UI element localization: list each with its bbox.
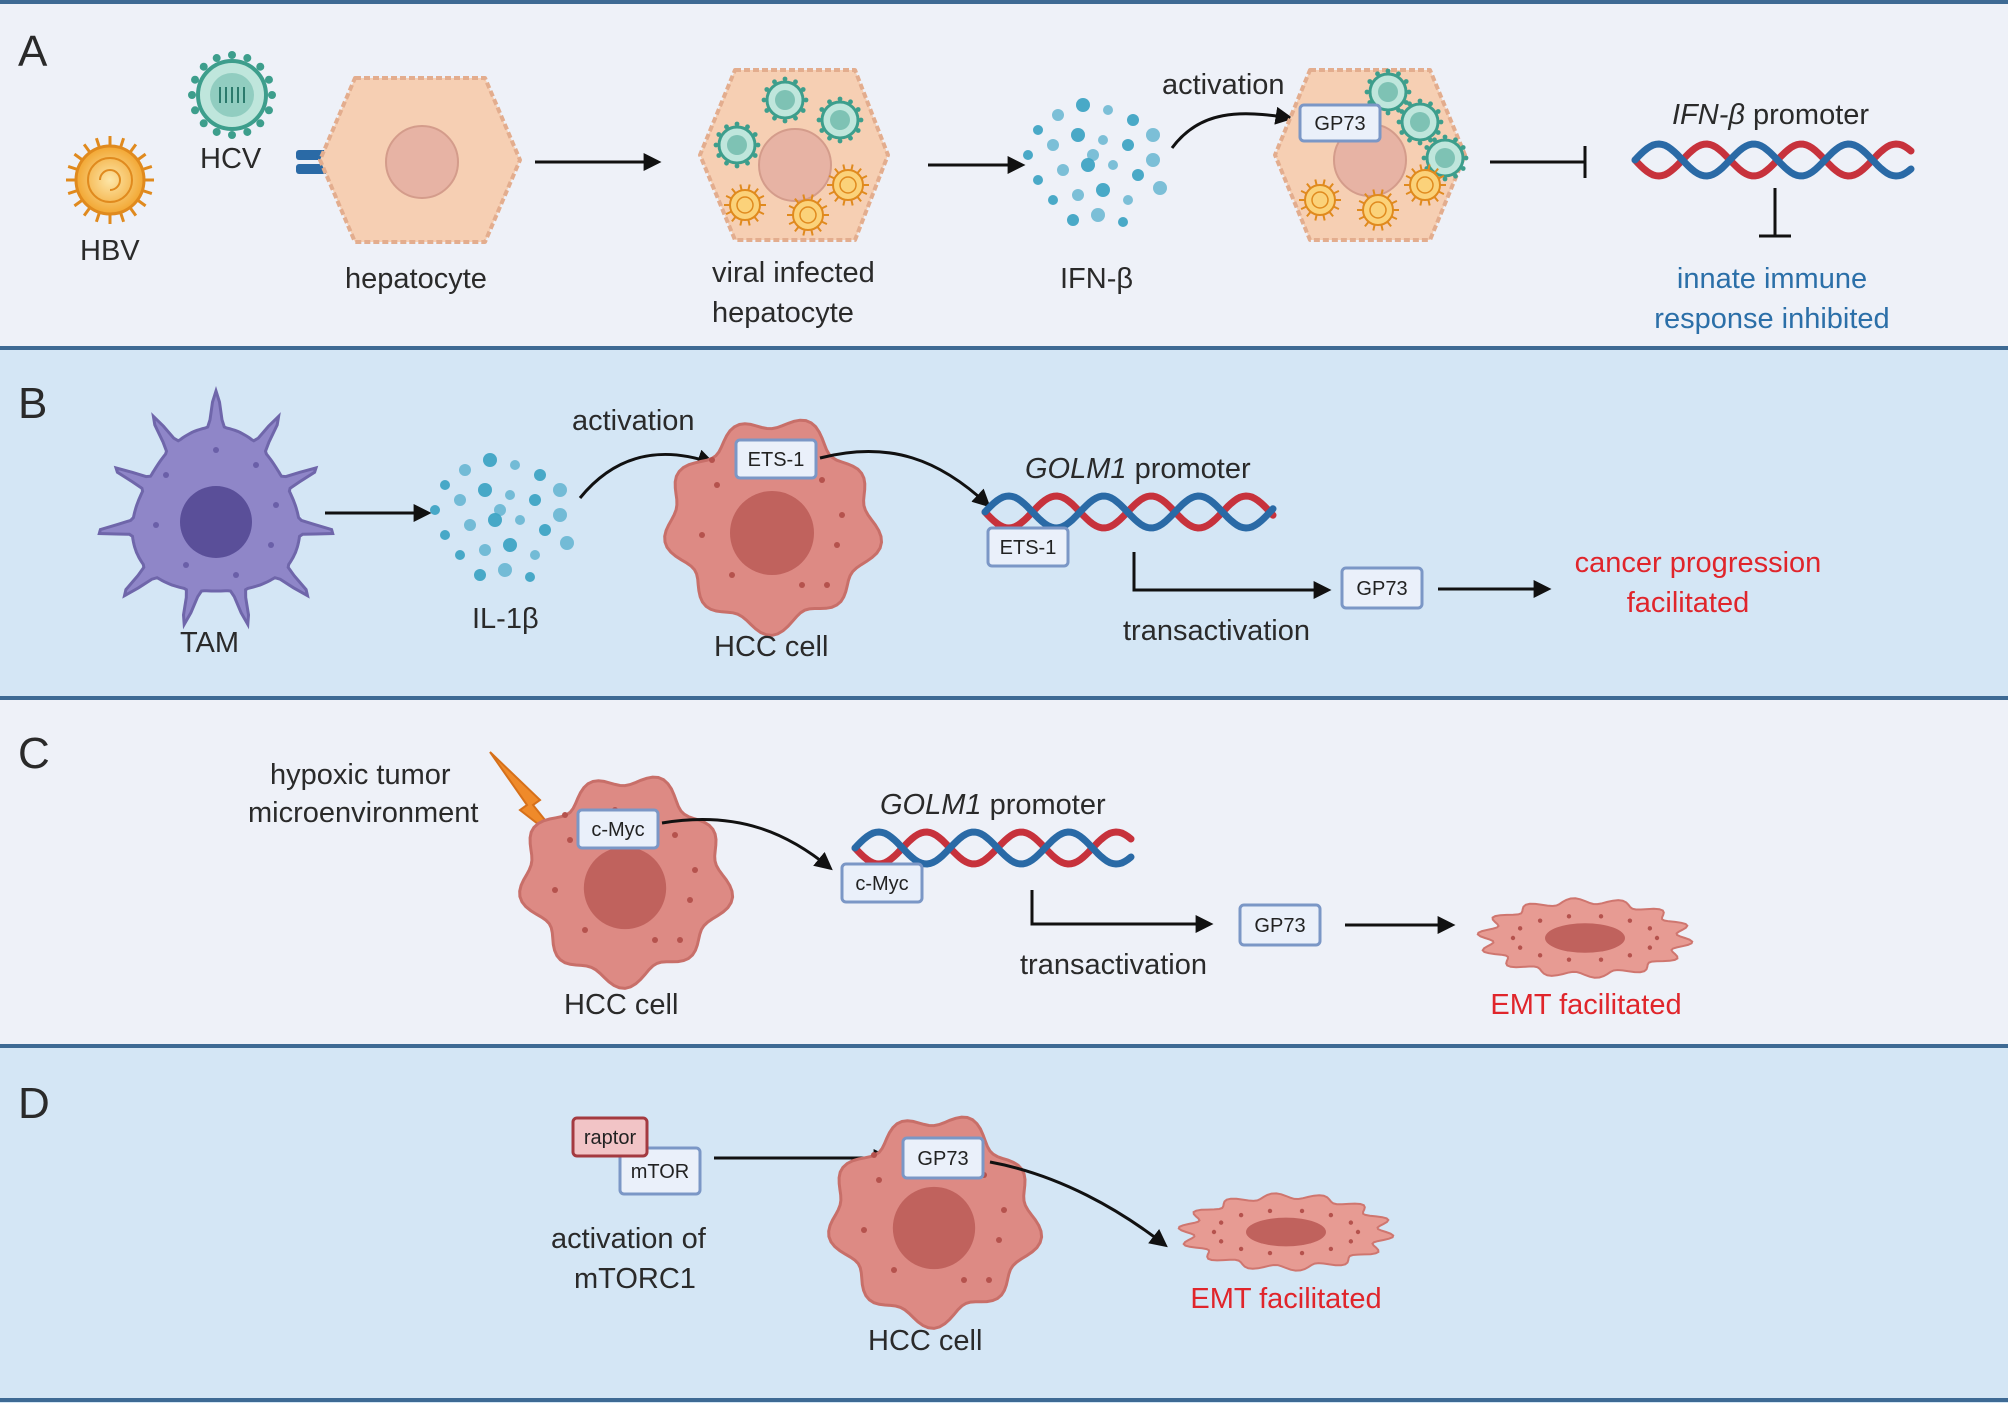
arrow-activation-b — [578, 449, 716, 499]
transactivation-label-b: transactivation — [1123, 615, 1310, 647]
gp73-hepatocyte-icon — [1273, 68, 1469, 242]
arrow-cmyc-to-promoter — [661, 818, 833, 871]
svg-text:ETS-1: ETS-1 — [748, 449, 805, 471]
panel-a-letter: A — [18, 27, 48, 76]
panel-c-letter: C — [18, 729, 50, 778]
hcv-virus-icon — [188, 51, 276, 139]
hepatocyte-cell-icon — [318, 76, 522, 244]
cmyc-box-cell: c-Myc — [576, 808, 660, 850]
tam-macrophage-icon — [97, 386, 335, 630]
gp73-box-c: GP73 — [1238, 903, 1322, 947]
ets1-box-cell: ETS-1 — [734, 438, 818, 480]
dna-helix-b — [981, 492, 1277, 532]
mtorc1-label-line1: activation of — [551, 1223, 707, 1255]
arrow-transactivation-b — [1132, 552, 1332, 599]
hcv-label: HCV — [200, 143, 262, 175]
mtorc1-label-line2: mTORC1 — [574, 1263, 696, 1295]
gp73-box-a: GP73 — [1298, 103, 1382, 143]
arrow-activation-a — [1170, 106, 1294, 149]
svg-text:raptor: raptor — [584, 1127, 637, 1149]
ifn-beta-label: IFN-β — [1060, 263, 1133, 295]
outcome-b-line1: cancer progression — [1575, 547, 1822, 579]
mtor-box: mTOR — [618, 1146, 702, 1196]
svg-text:GP73: GP73 — [1254, 915, 1305, 937]
arrow-transactivation-c — [1030, 890, 1214, 933]
inhibition-arrow-a — [1490, 146, 1587, 178]
golm1-promoter-label-b: GOLM1 promoter — [1025, 453, 1251, 485]
infected-label-line1: viral infected — [712, 257, 875, 289]
outcome-d: EMT facilitated — [1190, 1283, 1381, 1315]
svg-text:GP73: GP73 — [917, 1148, 968, 1170]
transactivation-label-c: transactivation — [1020, 949, 1207, 981]
hcc-label-b: HCC cell — [714, 631, 828, 663]
dna-helix-c — [851, 828, 1135, 868]
panel-c-background — [0, 698, 2008, 1046]
hepatocyte-label: hepatocyte — [345, 263, 487, 295]
gp73-box-d: GP73 — [901, 1136, 985, 1180]
svg-text:mTOR: mTOR — [631, 1161, 690, 1183]
cmyc-box-dna: c-Myc — [840, 862, 924, 904]
arrow-ets-to-promoter — [819, 450, 991, 508]
infected-label-line2: hepatocyte — [712, 297, 854, 329]
outcome-a-line2: response inhibited — [1654, 303, 1889, 335]
il-1beta-label: IL-1β — [472, 603, 539, 635]
svg-text:GP73: GP73 — [1314, 113, 1365, 135]
hbv-label: HBV — [80, 235, 140, 267]
activation-label-a: activation — [1162, 69, 1285, 101]
gp73-box-b: GP73 — [1340, 566, 1424, 610]
hypoxic-label-line1: hypoxic tumor — [270, 759, 451, 791]
inhibition-arrow-a-down — [1759, 188, 1791, 238]
raptor-box: raptor — [571, 1116, 649, 1158]
ifn-promoter-label: IFN-β promoter — [1672, 99, 1869, 131]
ets1-box-dna: ETS-1 — [986, 526, 1070, 568]
golm1-promoter-label-c: GOLM1 promoter — [880, 789, 1106, 821]
infected-hepatocyte-icon — [698, 68, 890, 242]
hcc-label-c: HCC cell — [564, 989, 678, 1021]
hcc-label-d: HCC cell — [868, 1325, 982, 1357]
arrow-gp73-to-emt-d — [989, 1160, 1168, 1248]
svg-text:ETS-1: ETS-1 — [1000, 537, 1057, 559]
mesenchymal-cell-icon-d — [1177, 1192, 1395, 1272]
hcc-cell-icon-b — [663, 418, 884, 637]
ifn-beta-cytokines-icon — [1023, 98, 1167, 227]
panel-b-letter: B — [18, 379, 47, 428]
outcome-a-line1: innate immune — [1677, 263, 1867, 295]
tam-label: TAM — [180, 627, 239, 659]
panel-b-background — [0, 348, 2008, 698]
hbv-virus-icon — [66, 136, 154, 224]
hcc-cell-icon-c — [518, 775, 735, 990]
outcome-c: EMT facilitated — [1490, 989, 1681, 1021]
panel-d-letter: D — [18, 1079, 50, 1128]
il-1beta-cytokines-icon — [430, 453, 574, 582]
activation-label-b: activation — [572, 405, 695, 437]
svg-text:GP73: GP73 — [1356, 578, 1407, 600]
mesenchymal-cell-icon-c — [1476, 897, 1694, 979]
dna-helix-a — [1631, 140, 1915, 180]
outcome-b-line2: facilitated — [1627, 587, 1750, 619]
svg-text:c-Myc: c-Myc — [855, 873, 908, 895]
svg-text:c-Myc: c-Myc — [591, 819, 644, 841]
hypoxic-label-line2: microenvironment — [248, 797, 478, 829]
